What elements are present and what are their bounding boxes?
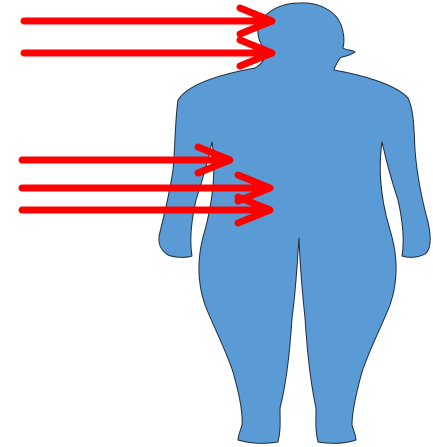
- arrow-icon-head-2: [24, 40, 272, 66]
- human-silhouette: [159, 3, 430, 443]
- arrow-icon-head-1: [24, 8, 272, 34]
- arrow-icon-torso-1: [22, 147, 230, 173]
